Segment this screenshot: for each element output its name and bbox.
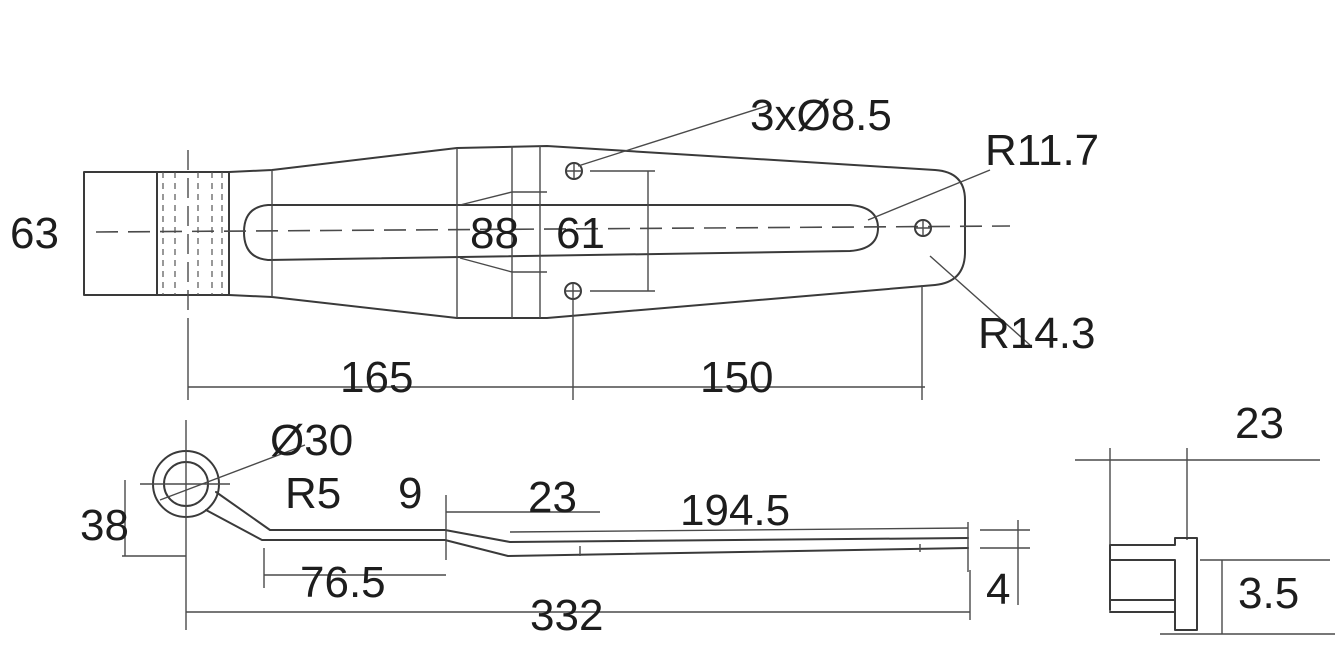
top-view bbox=[83, 104, 1031, 400]
knuckle-axis bbox=[140, 420, 230, 630]
end-profile bbox=[1109, 537, 1198, 631]
label-width-63: 63 bbox=[10, 209, 59, 258]
leader-r14 bbox=[929, 255, 1031, 346]
label-d23-side: 23 bbox=[1235, 399, 1284, 448]
label-len-76-5: 76.5 bbox=[300, 558, 386, 607]
end-dim-3-5 bbox=[1160, 559, 1335, 635]
knuckle-barrel bbox=[156, 171, 230, 296]
leaf-slot bbox=[243, 204, 879, 261]
dim-38 bbox=[122, 480, 186, 557]
dim-9 bbox=[445, 495, 600, 560]
label-holes: 3xØ8.5 bbox=[750, 91, 892, 140]
dim-332 bbox=[186, 570, 971, 620]
label-width-61: 61 bbox=[556, 209, 605, 258]
label-len-165: 165 bbox=[340, 353, 413, 402]
label-d3-5: 3.5 bbox=[1238, 569, 1299, 618]
label-width-88: 88 bbox=[470, 209, 519, 258]
label-len-150: 150 bbox=[700, 353, 773, 402]
leaf-profile-top bbox=[215, 491, 969, 543]
label-len-194-5: 194.5 bbox=[680, 486, 790, 535]
leader-r11 bbox=[867, 169, 991, 221]
end-ext-lines bbox=[1075, 448, 1320, 545]
leaf-profile bbox=[205, 509, 969, 557]
leaf-rib-lines bbox=[271, 146, 547, 318]
leader-holes bbox=[577, 104, 771, 167]
label-dia-30: Ø30 bbox=[270, 416, 353, 465]
label-r-end: R14.3 bbox=[978, 309, 1095, 358]
centerline bbox=[95, 225, 1011, 233]
dim-194 bbox=[509, 527, 969, 533]
label-h38: 38 bbox=[80, 501, 129, 550]
extension-lines bbox=[187, 285, 923, 400]
dim-4 bbox=[980, 520, 1030, 605]
label-len-332: 332 bbox=[530, 591, 603, 640]
label-d23-mid: 23 bbox=[528, 473, 577, 522]
label-t4: 4 bbox=[986, 565, 1010, 614]
end-view bbox=[1075, 448, 1335, 635]
label-d9: 9 bbox=[398, 469, 422, 518]
left-block-outline bbox=[83, 171, 158, 296]
dim-76 bbox=[263, 548, 446, 588]
label-r5: R5 bbox=[285, 469, 341, 518]
dim-61-line bbox=[590, 170, 655, 292]
knuckle-hatch bbox=[162, 172, 223, 295]
leader-dia bbox=[159, 444, 306, 501]
side-view bbox=[122, 420, 1030, 630]
label-r-tip: R11.7 bbox=[985, 126, 1099, 175]
